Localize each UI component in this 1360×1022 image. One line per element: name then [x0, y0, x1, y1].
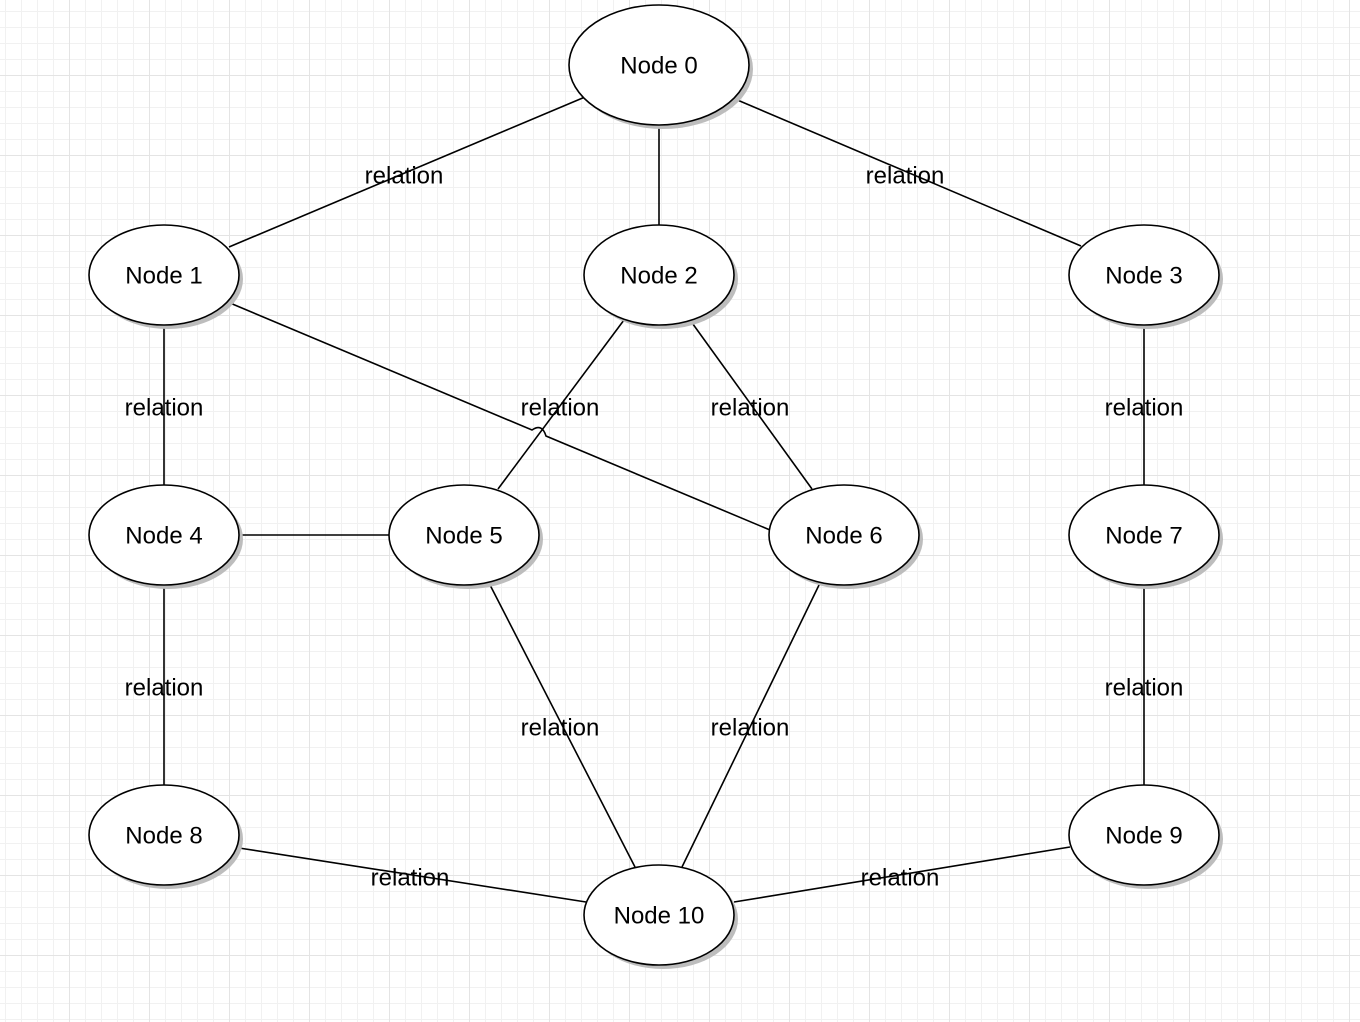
node-ellipse[interactable]	[583, 224, 735, 326]
edges-layer	[163, 96, 1145, 903]
edge-label-n4-n8: relation	[125, 675, 204, 702]
edge-label-n0-n1: relation	[365, 163, 444, 190]
node-ellipse[interactable]	[1068, 484, 1220, 586]
node-ellipse[interactable]	[1068, 784, 1220, 886]
edge-label-n8-n10: relation	[371, 865, 450, 892]
node-6[interactable]: Node 6	[768, 484, 923, 589]
edge-label-n5-n10: relation	[521, 715, 600, 742]
edge-label-n1-n4: relation	[125, 395, 204, 422]
node-label: Node 7	[1105, 523, 1182, 550]
edge-n6-n10[interactable]	[681, 582, 821, 868]
node-ellipse[interactable]	[583, 864, 735, 966]
edge-label-n2-n6: relation	[711, 395, 790, 422]
edge-label-n2-n5: relation	[521, 395, 600, 422]
node-3[interactable]: Node 3	[1068, 224, 1223, 329]
edge-n5-n10[interactable]	[488, 582, 636, 868]
node-ellipse[interactable]	[88, 484, 240, 586]
node-ellipse[interactable]	[568, 4, 750, 126]
edge-label-n3-n7: relation	[1105, 395, 1184, 422]
node-1[interactable]: Node 1	[88, 224, 243, 329]
edge-n0-n3[interactable]	[734, 98, 1082, 247]
node-4[interactable]: Node 4	[88, 484, 243, 589]
node-ellipse[interactable]	[88, 784, 240, 886]
node-label: Node 9	[1105, 823, 1182, 850]
edge-n2-n6[interactable]	[689, 319, 813, 490]
node-ellipse[interactable]	[768, 484, 920, 586]
edge-label-n7-n9: relation	[1105, 675, 1184, 702]
node-5[interactable]: Node 5	[388, 484, 543, 589]
node-label: Node 0	[620, 53, 697, 80]
node-label: Node 4	[125, 523, 202, 550]
edge-n2-n5[interactable]	[497, 319, 625, 490]
node-label: Node 1	[125, 263, 202, 290]
edge-label-n9-n10: relation	[861, 865, 940, 892]
node-label: Node 2	[620, 263, 697, 290]
node-7[interactable]: Node 7	[1068, 484, 1223, 589]
node-label: Node 10	[614, 903, 705, 930]
node-ellipse[interactable]	[388, 484, 540, 586]
node-label: Node 6	[805, 523, 882, 550]
edge-labels-layer: relation relation relation relation relation…	[125, 163, 1184, 892]
node-label: Node 5	[425, 523, 502, 550]
node-ellipse[interactable]	[88, 224, 240, 326]
node-ellipse[interactable]	[1068, 224, 1220, 326]
node-label: Node 8	[125, 823, 202, 850]
nodes-layer: Node 0 Node 1 Node 2 Node 3 Node 4 Node 5 Node…	[88, 4, 1223, 969]
edge-n0-n1[interactable]	[228, 96, 586, 248]
edge-label-n0-n3: relation	[866, 163, 945, 190]
node-0[interactable]: Node 0	[568, 4, 753, 129]
edge-n1-n6[interactable]	[229, 302, 771, 531]
edge-n9-n10[interactable]	[733, 846, 1071, 903]
node-2[interactable]: Node 2	[583, 224, 738, 329]
edge-n8-n10[interactable]	[238, 847, 587, 903]
node-9[interactable]: Node 9	[1068, 784, 1223, 889]
node-10[interactable]: Node 10	[583, 864, 738, 969]
edge-label-n6-n10: relation	[711, 715, 790, 742]
node-label: Node 3	[1105, 263, 1182, 290]
node-8[interactable]: Node 8	[88, 784, 243, 889]
